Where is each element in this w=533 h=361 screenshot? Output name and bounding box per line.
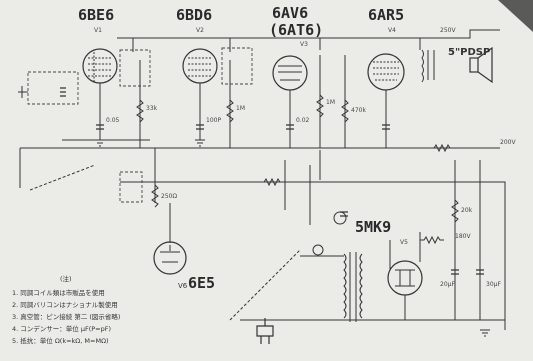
speaker-label: 5"PDSP <box>448 47 490 58</box>
tube-v5-envelope <box>387 260 423 296</box>
tube-label-6ar5: 6AR5 <box>368 6 404 24</box>
resistor-8 <box>260 177 284 187</box>
capacitor-4 <box>382 124 390 130</box>
ref-v2: V2 <box>196 27 204 34</box>
ref-v5: V5 <box>400 239 408 246</box>
label-c1: 0.05 <box>106 117 120 124</box>
capacitor-1 <box>96 124 104 130</box>
tube-label-5mk9: 5MK9 <box>355 218 391 236</box>
tube-v4-envelope <box>367 53 405 91</box>
label-v1: 250V <box>440 27 456 34</box>
label-c2: 100P <box>206 117 221 124</box>
label-r2: 1M <box>236 105 245 112</box>
capacitor-5 <box>451 269 459 275</box>
fuse-icon <box>312 244 324 256</box>
tube-label-6e5: 6E5 <box>188 274 215 292</box>
resistor-3 <box>316 94 324 118</box>
tube-v1-envelope <box>82 48 118 84</box>
label-c4: 20μF <box>440 281 455 288</box>
resistor-6 <box>451 199 459 223</box>
ref-v6: V6 <box>178 282 188 290</box>
label-v3: 180V <box>455 233 471 240</box>
label-r1: 33k <box>146 105 158 112</box>
note-3: 3. 真空管：ピン接続 第二 (図示省略) <box>12 312 120 321</box>
antenna-coil <box>27 71 79 105</box>
notes-title: (注) <box>60 274 72 283</box>
note-5: 5. 抵抗：単位 Ω(k=kΩ, M=MΩ) <box>12 336 109 345</box>
ref-v3: V3 <box>300 41 308 48</box>
bias-network <box>119 171 143 203</box>
power-transformer <box>300 252 363 322</box>
capacitor-3 <box>286 124 294 130</box>
tuning-capacitor <box>60 87 66 97</box>
label-v2: 200V <box>500 139 516 146</box>
resistor-7 <box>420 235 444 245</box>
speaker-icon <box>469 46 493 84</box>
ground-icon <box>195 139 205 147</box>
resistor-5 <box>151 184 159 208</box>
pilot-lamp-icon <box>333 211 347 225</box>
resistor-1 <box>136 99 144 123</box>
ground-icon <box>95 139 105 147</box>
note-1: 1. 同調コイル類は市販品を使用 <box>12 288 105 297</box>
note-4: 4. コンデンサー：単位 μF(P=pF) <box>12 324 111 333</box>
resistor-4 <box>341 99 349 123</box>
ground-icon <box>480 329 490 337</box>
label-c5: 30μF <box>486 281 501 288</box>
note-2: 2. 同調バリコンはナショナル製使用 <box>12 300 118 309</box>
capacitor-6 <box>476 269 484 275</box>
tube-label-6be6: 6BE6 <box>78 6 114 24</box>
tube-label-6bd6: 6BD6 <box>176 6 212 24</box>
label-r5: 250Ω <box>161 193 177 200</box>
label-c3: 0.02 <box>296 117 310 124</box>
antenna-icon <box>18 86 28 98</box>
page-corner <box>498 0 533 32</box>
tube-v2-envelope <box>182 48 218 84</box>
ac-plug-icon <box>256 318 274 344</box>
if-transformer-2 <box>221 47 253 85</box>
capacitor-2 <box>196 124 204 130</box>
label-r4: 470k <box>351 107 366 114</box>
ref-v1: V1 <box>94 27 102 34</box>
output-transformer <box>421 49 435 83</box>
resistor-9 <box>430 143 454 153</box>
ref-v4: V4 <box>388 27 396 34</box>
resistor-2 <box>226 99 234 123</box>
tube-label-6av6: 6AV6 <box>272 4 308 22</box>
if-transformer-1 <box>119 49 151 87</box>
label-r6: 20k <box>461 207 473 214</box>
tube-label-6at6: (6AT6) <box>269 21 323 39</box>
tube-v3-envelope <box>272 55 308 91</box>
label-r3: 1M <box>326 99 335 106</box>
notes-block: (注) 1. 同調コイル類は市販品を使用 2. 同調バリコンはナショナル製使用 … <box>12 274 120 345</box>
